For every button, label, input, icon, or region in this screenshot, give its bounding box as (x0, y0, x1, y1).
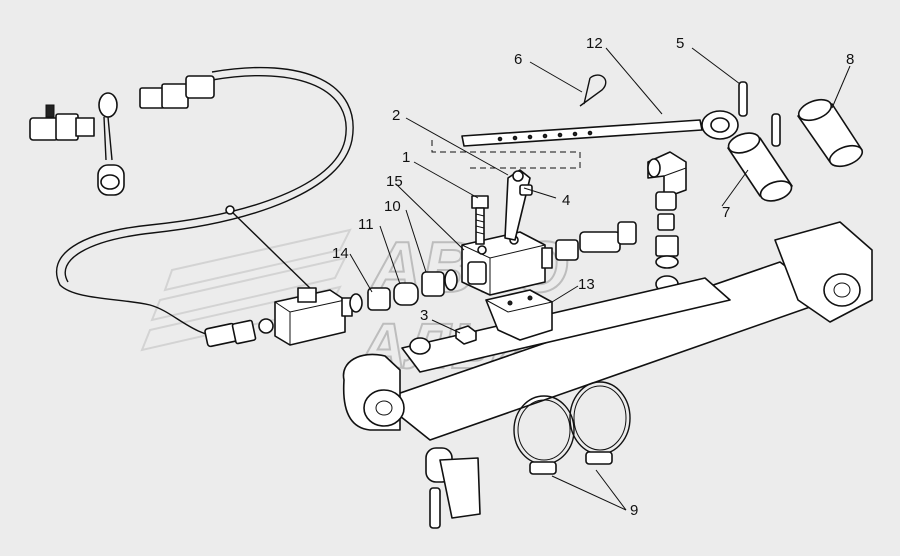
hydraulic-cylinder (342, 221, 873, 441)
callout-4: 4 (562, 192, 570, 209)
roll-pins (738, 81, 781, 147)
callout-10: 10 (384, 198, 401, 215)
sleeve (727, 132, 793, 202)
hose (55, 66, 354, 348)
bracket (485, 289, 553, 341)
quick-coupler (29, 92, 125, 196)
fittings-chain-right (555, 221, 637, 261)
callout-11: 11 (358, 216, 374, 233)
callout-15: 15 (386, 173, 403, 190)
fittings-chain-left (349, 269, 458, 313)
callout-8: 8 (846, 51, 854, 68)
callout-13: 13 (578, 276, 595, 293)
sleeve-spare (797, 98, 864, 168)
callout-labels: 1 2 3 4 5 6 7 8 9 10 11 12 13 14 15 (332, 35, 854, 519)
nut (455, 325, 477, 345)
link-rod (504, 169, 533, 241)
spring-clip (579, 74, 607, 107)
fittings-stack (655, 191, 679, 293)
callout-5: 5 (676, 35, 684, 52)
hose-clamps (513, 381, 631, 475)
lever-valve (225, 205, 353, 346)
callout-14: 14 (332, 245, 349, 262)
callout-2: 2 (392, 107, 400, 124)
callout-3: 3 (420, 307, 428, 324)
callout-6: 6 (514, 51, 522, 68)
pin-rod (461, 110, 739, 147)
dashed-outline (431, 140, 581, 169)
locking-latch (425, 447, 481, 529)
callout-9: 9 (630, 502, 638, 519)
leader-lines (349, 47, 851, 511)
pin-rod-holes (497, 130, 593, 142)
bolt (471, 195, 489, 245)
center-valve-block (461, 231, 553, 296)
callout-1: 1 (402, 149, 410, 166)
hose-fitting-top (139, 75, 215, 109)
callout-12: 12 (586, 35, 603, 52)
callout-7: 7 (722, 204, 730, 221)
elbow-fitting (647, 151, 687, 199)
